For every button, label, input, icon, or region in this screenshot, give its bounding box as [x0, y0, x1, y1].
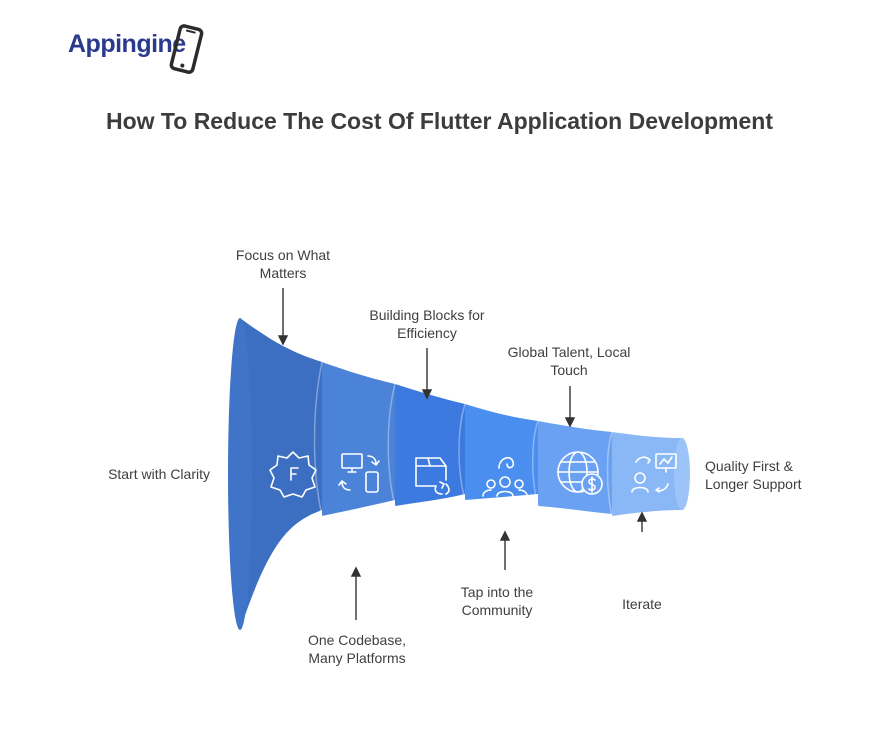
multi-device-icon	[338, 453, 380, 493]
label-global-talent: Global Talent, Local Touch	[507, 344, 631, 378]
arrow-codebase	[350, 566, 362, 620]
appingine-logo: Appingine	[68, 22, 208, 80]
funnel-segment-5	[538, 421, 612, 514]
flutter-gear-icon	[269, 451, 317, 498]
globe-dollar-icon	[557, 451, 603, 495]
community-icon	[482, 456, 528, 497]
arrow-global	[564, 386, 576, 428]
funnel-mouth	[228, 318, 252, 630]
arrow-iterate	[636, 511, 648, 532]
arrow-focus	[277, 288, 289, 346]
label-quality-first: Quality First & Longer Support	[705, 458, 802, 492]
label-one-codebase: One Codebase, Many Platforms	[307, 632, 407, 666]
arrow-building	[421, 348, 433, 400]
page-title: How To Reduce The Cost Of Flutter Applic…	[105, 108, 774, 134]
label-tap-community: Tap into the Community	[460, 584, 534, 618]
funnel-segment-1	[240, 318, 322, 630]
logo-wordmark: Appingine	[68, 30, 186, 58]
funnel-segment-3	[395, 384, 465, 506]
funnel-segment-4	[465, 404, 538, 500]
label-focus-on-what-matters: Focus on What Matters	[235, 247, 331, 281]
phone-icon	[169, 24, 204, 74]
funnel-segment-6	[612, 432, 682, 516]
label-building-blocks: Building Blocks for Efficiency	[369, 307, 485, 341]
label-start-with-clarity: Start with Clarity	[108, 466, 210, 482]
reuse-box-icon	[415, 457, 450, 495]
funnel-segment-2	[322, 362, 395, 516]
iterate-icon	[631, 453, 677, 493]
label-iterate: Iterate	[622, 596, 662, 612]
arrow-community	[499, 530, 511, 570]
